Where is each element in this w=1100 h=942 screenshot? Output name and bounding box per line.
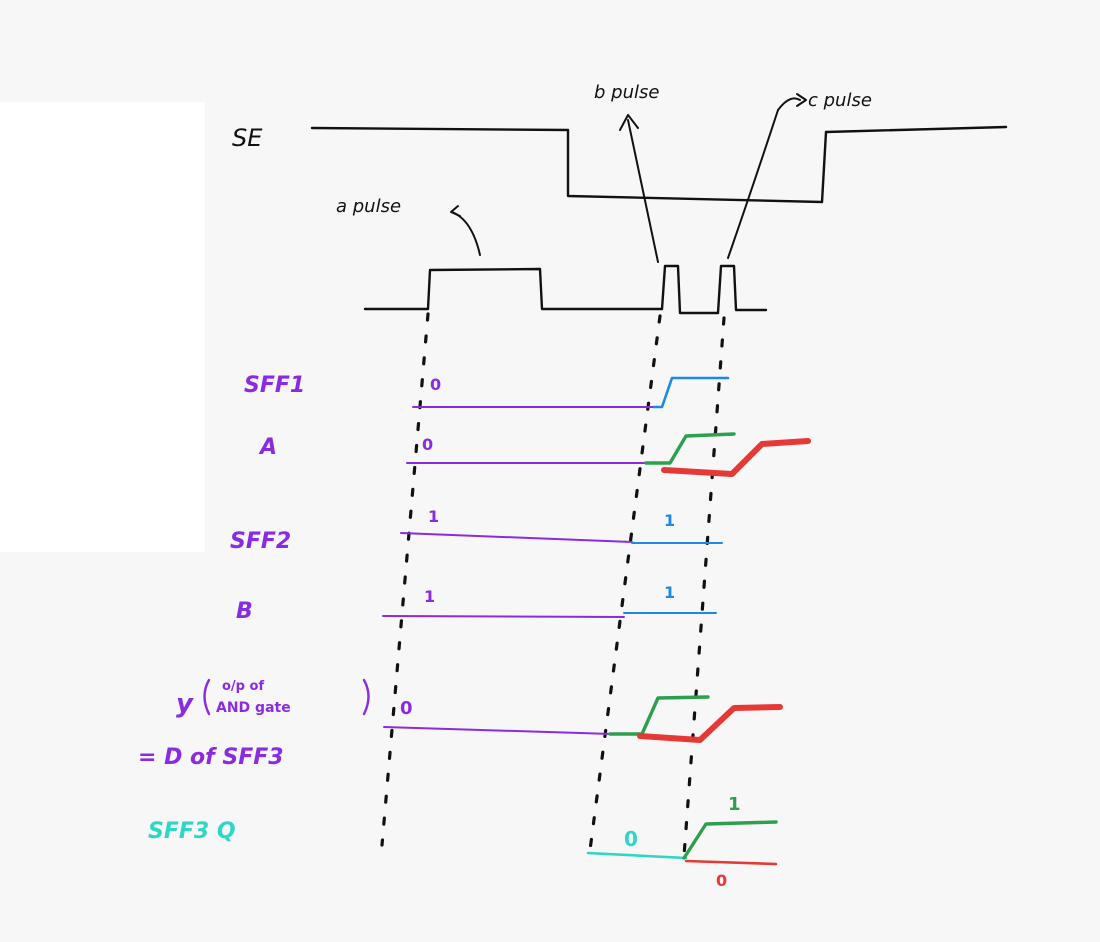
a-pulse-arrowhead bbox=[450, 205, 461, 217]
a-waveform-red bbox=[661, 438, 811, 477]
y-note-bottom: AND gate bbox=[216, 700, 291, 716]
sff1-label: SFF1 bbox=[244, 373, 305, 398]
sff2-after-value: 1 bbox=[664, 511, 675, 530]
b-signal-label: B bbox=[236, 599, 253, 624]
sff3-q-label: SFF3 Q bbox=[148, 819, 236, 844]
sff3q-waveform-red bbox=[684, 859, 778, 866]
sff3-q-initial-value: 0 bbox=[624, 827, 638, 851]
c-pulse-label: c pulse bbox=[808, 90, 872, 111]
se-label: SE bbox=[232, 124, 263, 152]
guide-line-c bbox=[682, 316, 726, 858]
y-waveform-purple bbox=[383, 726, 613, 735]
y-note-open-bracket bbox=[203, 678, 211, 716]
y-waveform-red bbox=[637, 704, 783, 743]
b-pulse-arrowhead bbox=[619, 114, 639, 131]
a-initial-value: 0 bbox=[422, 435, 433, 454]
guide-line-a bbox=[380, 312, 430, 847]
a-pulse-label: a pulse bbox=[336, 196, 401, 217]
guide-line-b bbox=[588, 314, 662, 852]
y-note-top: o/p of bbox=[222, 679, 264, 694]
sff3q-waveform-teal bbox=[586, 851, 688, 860]
y-initial-value: 0 bbox=[400, 698, 413, 719]
sff2-initial-value: 1 bbox=[428, 507, 439, 526]
a-signal-label: A bbox=[258, 435, 277, 460]
a-pulse-pointer bbox=[451, 211, 481, 256]
sff1-initial-value: 0 bbox=[430, 375, 441, 394]
y-signal-label: y bbox=[176, 689, 194, 719]
sff3q-waveform-green bbox=[682, 820, 778, 860]
y-note-close-bracket bbox=[362, 678, 370, 716]
b-pulse-label: b pulse bbox=[594, 82, 659, 103]
b-pulse-arrow bbox=[627, 119, 659, 263]
white-panel bbox=[0, 102, 205, 552]
c-pulse-arrowhead bbox=[796, 93, 807, 107]
d-of-sff3-label: = D of SFF3 bbox=[138, 745, 284, 770]
sff2-waveform-purple bbox=[400, 532, 633, 543]
b-after-value: 1 bbox=[664, 583, 675, 602]
clock-waveform bbox=[363, 264, 768, 315]
c-pulse-pointer bbox=[727, 97, 801, 259]
b-waveform-purple bbox=[382, 615, 625, 618]
sff1-waveform-rise bbox=[652, 376, 730, 409]
a-waveform-green bbox=[644, 432, 736, 465]
sff3-q-high-value: 1 bbox=[728, 794, 741, 815]
sff2-label: SFF2 bbox=[230, 529, 291, 554]
se-waveform bbox=[310, 125, 1008, 204]
y-waveform-green bbox=[608, 695, 710, 736]
sff3-q-low-value: 0 bbox=[716, 871, 727, 890]
b-initial-value: 1 bbox=[424, 587, 435, 606]
